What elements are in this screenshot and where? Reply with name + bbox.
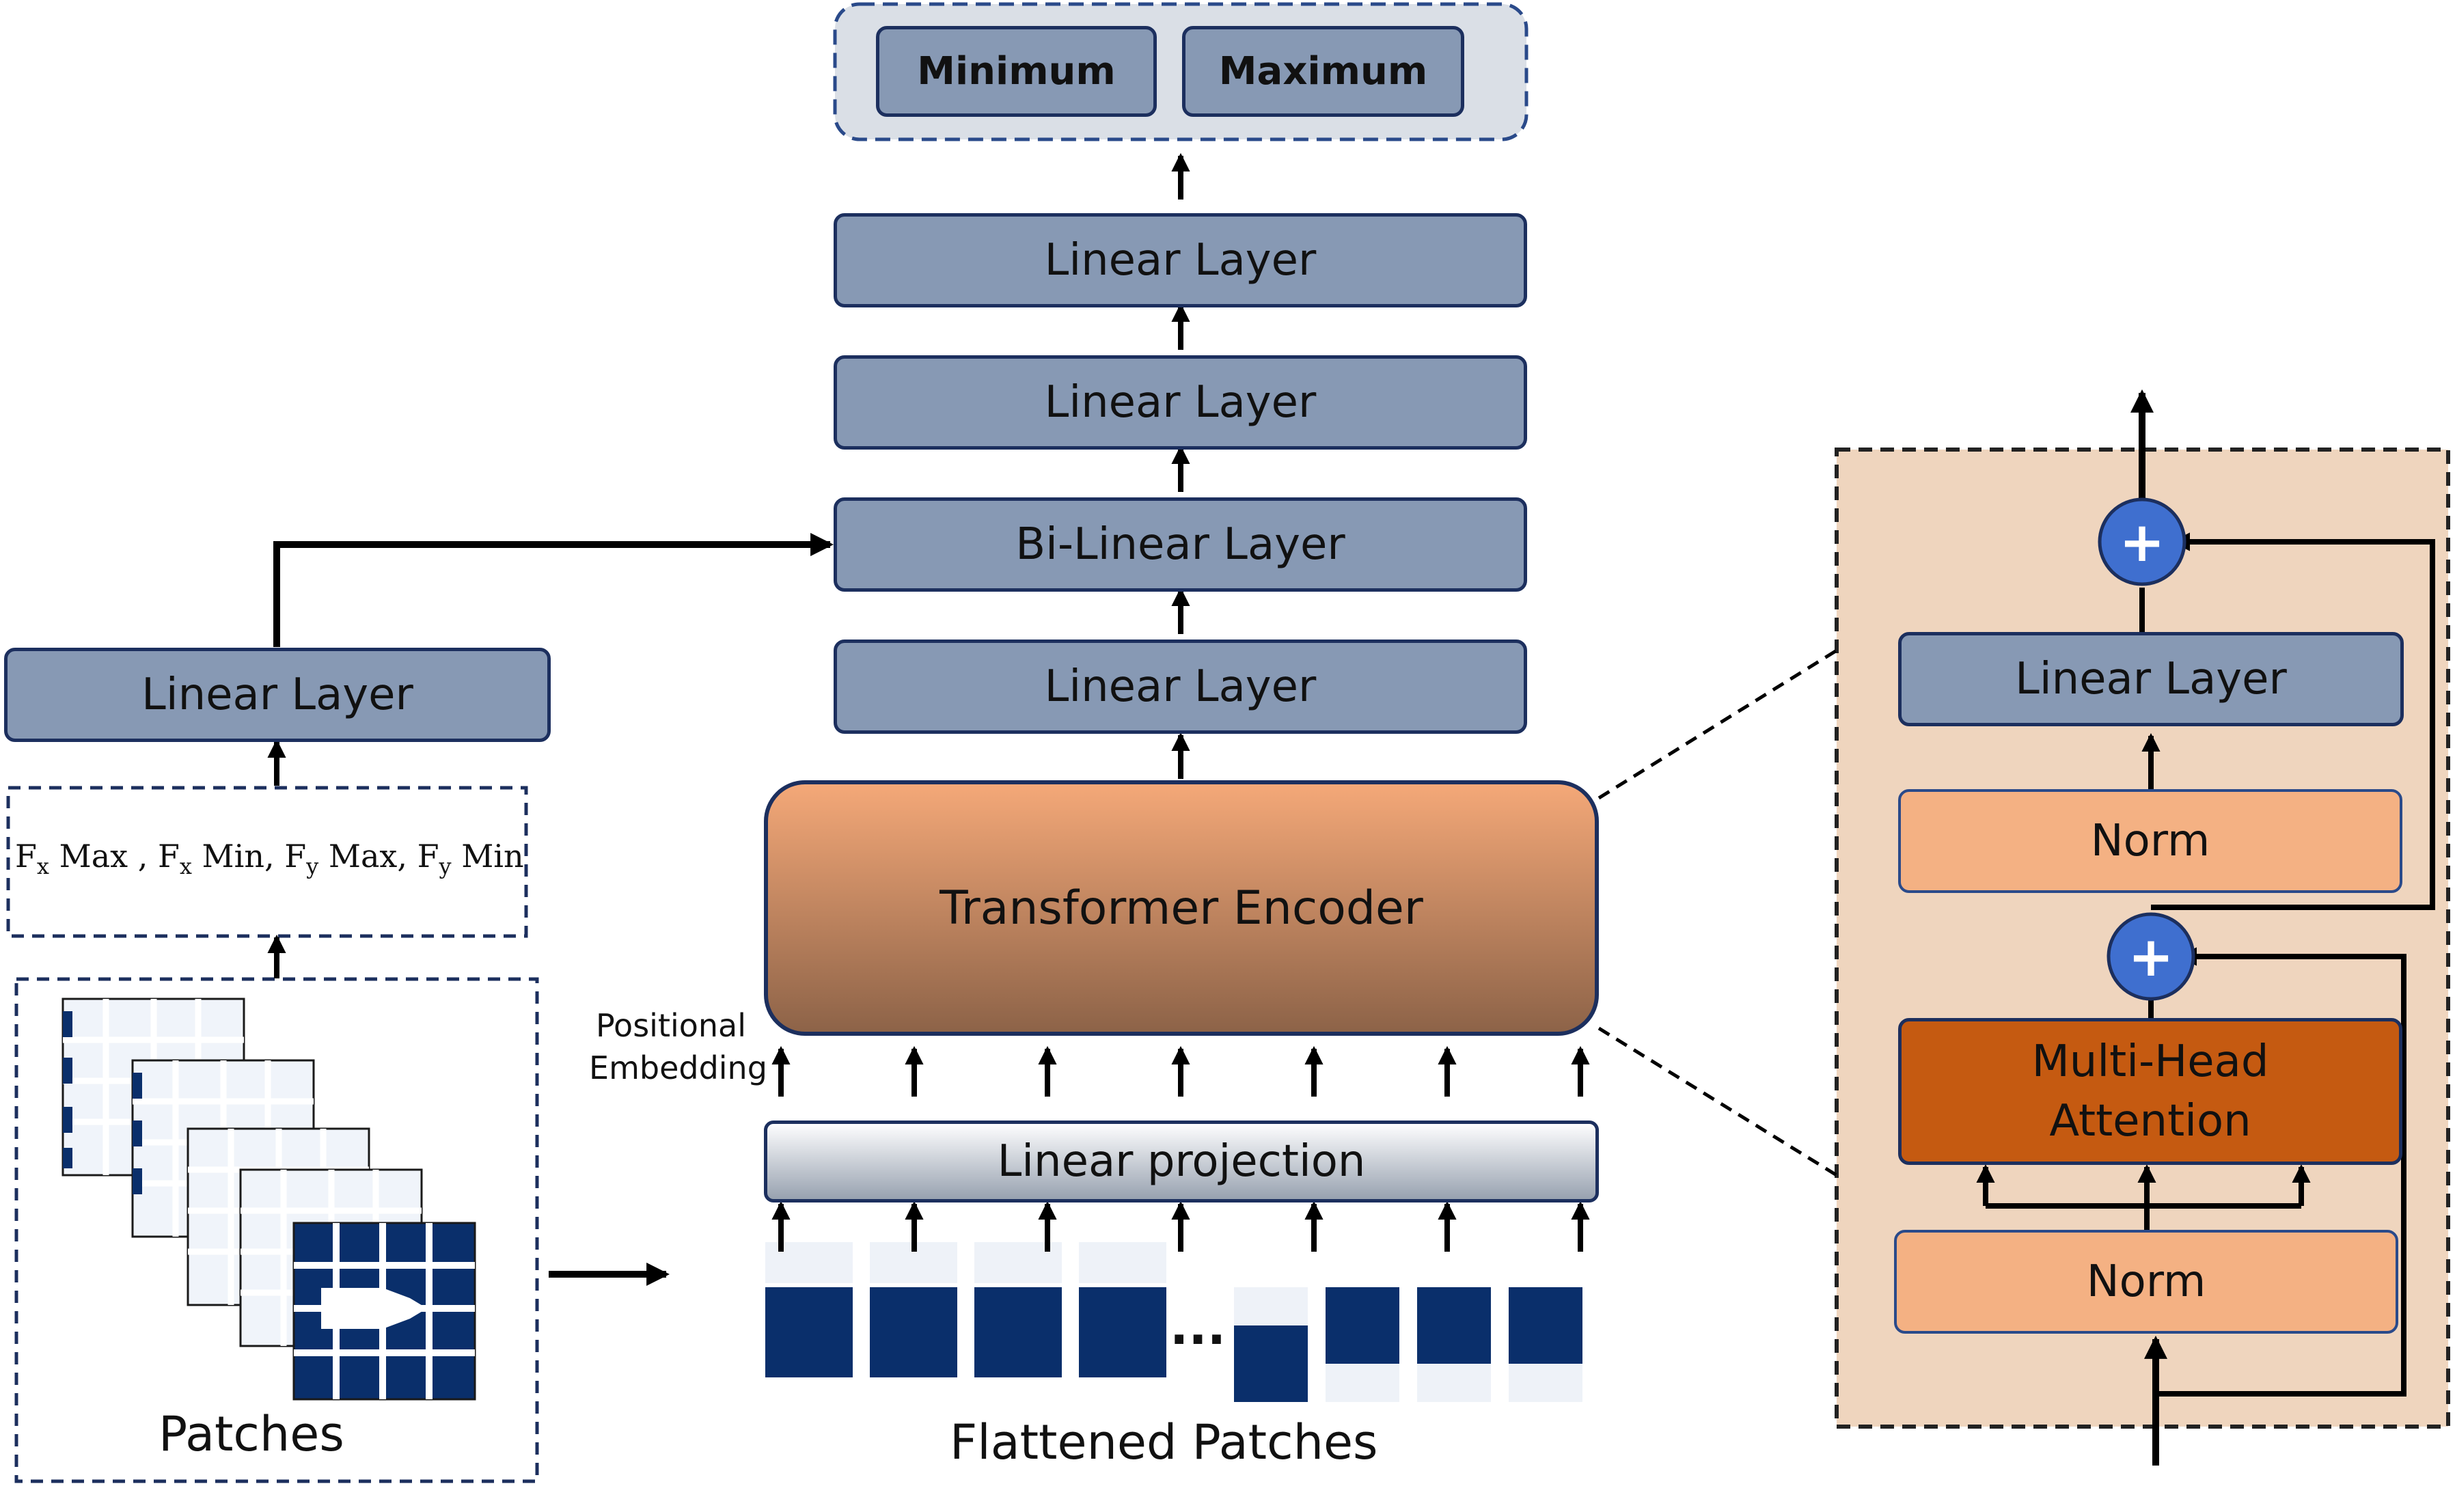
feature-sep-1: , (137, 838, 148, 875)
left-linear-layer: Linear Layer (4, 648, 551, 742)
detail-panel-wiring (1976, 389, 2435, 1466)
transformer-encoder: Transformer Encoder (764, 780, 1599, 1036)
add-symbol-lower: + (2128, 925, 2173, 989)
residual-1 (2156, 947, 2406, 1397)
mha-line2: Attention (2049, 1095, 2251, 1146)
minimum-label: Minimum (917, 49, 1116, 94)
feature-f-1: F (15, 838, 37, 875)
linear-layer-third-label: Linear Layer (1044, 661, 1317, 712)
linear-layer-top-label: Linear Layer (1044, 235, 1317, 286)
patches-label: Patches (159, 1406, 344, 1462)
flattened-patch-bg-6 (1326, 1364, 1399, 1402)
feature-f-2: F (157, 838, 180, 875)
feature-sub-x-2: x (179, 853, 192, 880)
detail-norm-top-label: Norm (2090, 816, 2210, 866)
left-to-bilinear-connector (273, 532, 834, 647)
left-column-arrows (267, 532, 834, 1287)
feature-f-4: F (417, 838, 439, 875)
transformer-encoder-label: Transformer Encoder (940, 881, 1423, 935)
flattened-patch-8 (1509, 1287, 1582, 1364)
feature-sep-2: , (264, 838, 275, 875)
positional-embedding-line2: Embedding (589, 1049, 767, 1087)
zoom-connector-lines (1597, 648, 1838, 1177)
flattened-patches-label: Flattened Patches (950, 1414, 1378, 1470)
linear-layer-second: Linear Layer (834, 355, 1527, 450)
flattened-patch-bg-4 (1079, 1242, 1166, 1283)
add-circle-lower (2107, 912, 2195, 1001)
detail-norm-bottom: Norm (1894, 1230, 2398, 1334)
flattened-patch-7 (1417, 1287, 1491, 1364)
flattened-patch-2 (870, 1287, 957, 1377)
residual-add-nodes: + + (2098, 497, 2195, 1001)
feature-sub-x-1: x (36, 853, 49, 880)
feature-max-1: Max (59, 838, 128, 875)
add-circle-upper (2098, 497, 2186, 586)
detail-norm-top: Norm (1898, 789, 2402, 893)
flattened-patch-3 (974, 1287, 1062, 1377)
mha-line1: Multi-Head (2031, 1036, 2269, 1088)
flattened-patch-4 (1079, 1287, 1166, 1377)
bilinear-layer-label: Bi-Linear Layer (1015, 519, 1345, 570)
feature-f-3: F (284, 838, 307, 875)
patch-stack (61, 998, 476, 1401)
feature-list: Fx Max , Fx Min, Fy Max, Fy Min (15, 838, 524, 879)
residual-2 (2151, 532, 2435, 910)
bilinear-layer: Bi-Linear Layer (834, 497, 1527, 592)
patches-to-projection-arrows (771, 1200, 1590, 1252)
multi-head-attention: Multi-Head Attention (1898, 1018, 2402, 1165)
flattened-patch-bg-5 (1234, 1287, 1308, 1325)
feature-box-frame (6, 786, 528, 938)
patch-image-5-highlighted (292, 1222, 476, 1401)
linear-layer-third: Linear Layer (834, 640, 1527, 734)
detail-linear-layer-label: Linear Layer (2015, 654, 2287, 704)
feature-min-1: Min (202, 838, 264, 875)
feature-sep-3: , (397, 838, 407, 875)
linear-projection: Linear projection (764, 1121, 1599, 1202)
feature-sub-y-2: y (439, 853, 452, 880)
flattened-patch-bg-8 (1509, 1364, 1582, 1402)
minimum-output-box: Minimum (876, 26, 1157, 117)
linear-layer-top: Linear Layer (834, 213, 1527, 307)
detail-norm-bottom-label: Norm (2086, 1256, 2206, 1307)
positional-embedding-line1: Positional (595, 1007, 747, 1044)
flattened-patch-6 (1326, 1287, 1399, 1364)
detail-linear-layer: Linear Layer (1898, 632, 2404, 726)
projection-to-encoder-arrows (771, 1045, 1590, 1097)
linear-layer-second-label: Linear Layer (1044, 377, 1317, 428)
feature-min-2: Min (461, 838, 524, 875)
maximum-label: Maximum (1218, 49, 1428, 94)
flattened-patch-blocks (765, 1242, 1582, 1402)
left-linear-layer-label: Linear Layer (141, 670, 413, 720)
flattened-patch-1 (765, 1287, 853, 1377)
positional-embedding-label: Positional Embedding (589, 1004, 767, 1089)
linear-projection-label: Linear projection (997, 1136, 1366, 1187)
feature-max-2: Max (328, 838, 398, 875)
maximum-output-box: Maximum (1182, 26, 1464, 117)
add-symbol-upper: + (2119, 510, 2165, 574)
feature-sub-y-1: y (306, 853, 319, 880)
flattened-patch-5 (1234, 1325, 1308, 1402)
flattened-patch-bg-7 (1417, 1364, 1491, 1402)
flattened-ellipsis: ... (1170, 1298, 1226, 1356)
